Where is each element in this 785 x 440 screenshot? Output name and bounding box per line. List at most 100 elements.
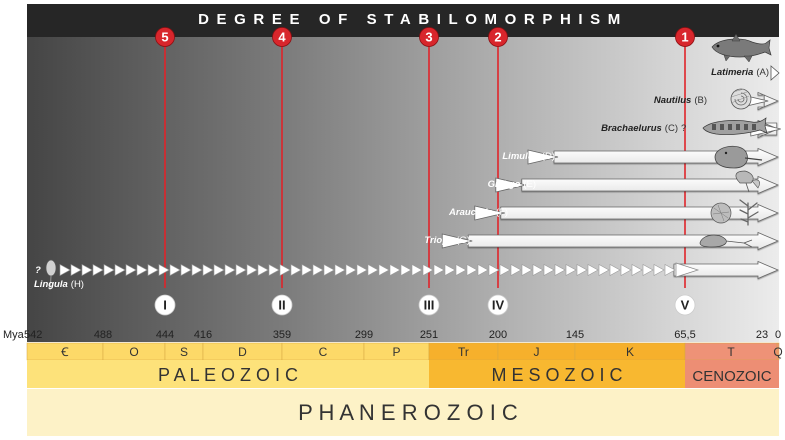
organism-illustrations-layer: ?? xyxy=(35,33,772,291)
lingula-chevron xyxy=(81,263,93,277)
time-tick-label: 145 xyxy=(566,329,584,341)
lingula-chevron xyxy=(147,263,159,277)
time-tick-label: 488 xyxy=(94,329,112,341)
taxon-genus: Ginkgo xyxy=(488,179,521,190)
taxon-genus: Lingula xyxy=(34,279,68,290)
lingula-chevron xyxy=(202,263,214,277)
lingula-chevron xyxy=(642,263,654,277)
period-label: P xyxy=(392,345,400,359)
taxon-origin-arrowhead xyxy=(527,149,559,165)
period-label: J xyxy=(534,345,540,359)
taxon-genus: Limulus xyxy=(502,151,538,162)
taxon-label: Triops(G) xyxy=(424,235,470,246)
taxon-range-bar xyxy=(500,203,780,223)
lingula-chevron xyxy=(510,263,522,277)
lingula-chevron xyxy=(521,263,533,277)
marker-number-badge xyxy=(675,27,695,47)
lingula-chevron xyxy=(433,263,445,277)
time-tick-label: 416 xyxy=(194,329,212,341)
taxon-letter: (E) xyxy=(523,179,536,190)
marker-number: 5 xyxy=(161,30,168,45)
taxon-genus: Brachaelurus xyxy=(601,123,662,134)
lingula-chevron xyxy=(323,263,335,277)
taxon-range-bar xyxy=(467,231,780,251)
lingula-chevron xyxy=(246,263,258,277)
lingula-chevron xyxy=(598,263,610,277)
period-label: D xyxy=(238,345,247,359)
lingula-chevron xyxy=(400,263,412,277)
marker-number-badge xyxy=(488,27,508,47)
period-label: S xyxy=(180,345,188,359)
lingula-chevron xyxy=(125,263,137,277)
period-label: Q xyxy=(773,345,782,359)
lingula-chevron xyxy=(620,263,632,277)
lingula-chevron xyxy=(356,263,368,277)
lingula-chevron xyxy=(532,263,544,277)
marker-roman: V xyxy=(681,298,690,313)
lingula-chevron xyxy=(213,263,225,277)
lingula-chevron xyxy=(224,263,236,277)
marker-roman-badge xyxy=(674,294,696,316)
eon-label: P H A N E R O Z O I C xyxy=(298,400,518,425)
marker-roman-badge xyxy=(154,294,176,316)
time-tick-label: 542 xyxy=(24,329,42,341)
taxon-label: Latimeria(A) xyxy=(711,67,769,78)
lingula-chevron xyxy=(554,263,566,277)
lingula-chevron xyxy=(653,263,665,277)
lingula-chevron xyxy=(59,263,71,277)
time-tick-label: 65,5 xyxy=(674,329,695,341)
marker-number-badge xyxy=(272,27,292,47)
era-label: M E S O Z O I C xyxy=(491,365,622,385)
taxon-range-bar xyxy=(673,260,780,280)
eon-band xyxy=(27,389,779,436)
taxon-origin-arrowhead xyxy=(474,205,505,221)
lingula-chevron xyxy=(312,263,324,277)
time-tick-label: 0 xyxy=(775,329,781,341)
limulus-illustration xyxy=(714,145,763,169)
lingula-chevron xyxy=(268,263,280,277)
lingula-chevron xyxy=(543,263,555,277)
lingula-illustration: ? xyxy=(35,259,57,291)
lingula-chevron xyxy=(565,263,577,277)
taxon-letter: (G) xyxy=(456,235,470,246)
title-band xyxy=(27,4,779,37)
taxon-letter: (C) xyxy=(665,123,678,134)
marker-number: 1 xyxy=(681,30,688,45)
lingula-lead-chevron xyxy=(675,262,700,278)
taxon-genus: Triops xyxy=(424,235,453,246)
lingula-chevron xyxy=(345,263,357,277)
taxa-labels-layer: Latimeria(A)Nautilus(B)Brachaelurus(C)Li… xyxy=(34,67,769,290)
lingula-chevron xyxy=(235,263,247,277)
taxon-letter: (D) xyxy=(542,151,555,162)
taxon-label: Brachaelurus(C) xyxy=(601,123,678,134)
time-tick-label: 251 xyxy=(420,329,438,341)
unknown-origin-mark: ? xyxy=(35,265,41,276)
marker-roman-badge xyxy=(487,294,509,316)
brachaelurus-question-mark: ? xyxy=(681,123,686,134)
taxon-label: Araucaria(F) xyxy=(448,207,508,218)
period-label: C xyxy=(319,345,328,359)
taxon-label: Limulus (D) xyxy=(502,151,555,162)
period-label: T xyxy=(727,345,735,359)
nautilus-illustration xyxy=(730,88,752,110)
lingula-chevron xyxy=(444,263,456,277)
lingula-chevron xyxy=(466,263,478,277)
period-label: Ꞓ xyxy=(60,345,69,359)
marker-roman-badge xyxy=(418,294,440,316)
lingula-chevron xyxy=(477,263,489,277)
diagram-title: DEGREE OF STABILOMORPHISM xyxy=(198,11,628,28)
brachaelurus-illustration xyxy=(702,117,768,135)
stability-gradient-background xyxy=(27,4,779,342)
era-cell xyxy=(685,360,779,388)
time-tick-label: 200 xyxy=(489,329,507,341)
marker-number-badge xyxy=(155,27,175,47)
lingula-chevron xyxy=(169,263,181,277)
lingula-chevron xyxy=(114,263,126,277)
lingula-chevron xyxy=(158,263,170,277)
taxon-genus: Nautilus xyxy=(654,95,691,106)
lingula-chevron xyxy=(279,263,291,277)
